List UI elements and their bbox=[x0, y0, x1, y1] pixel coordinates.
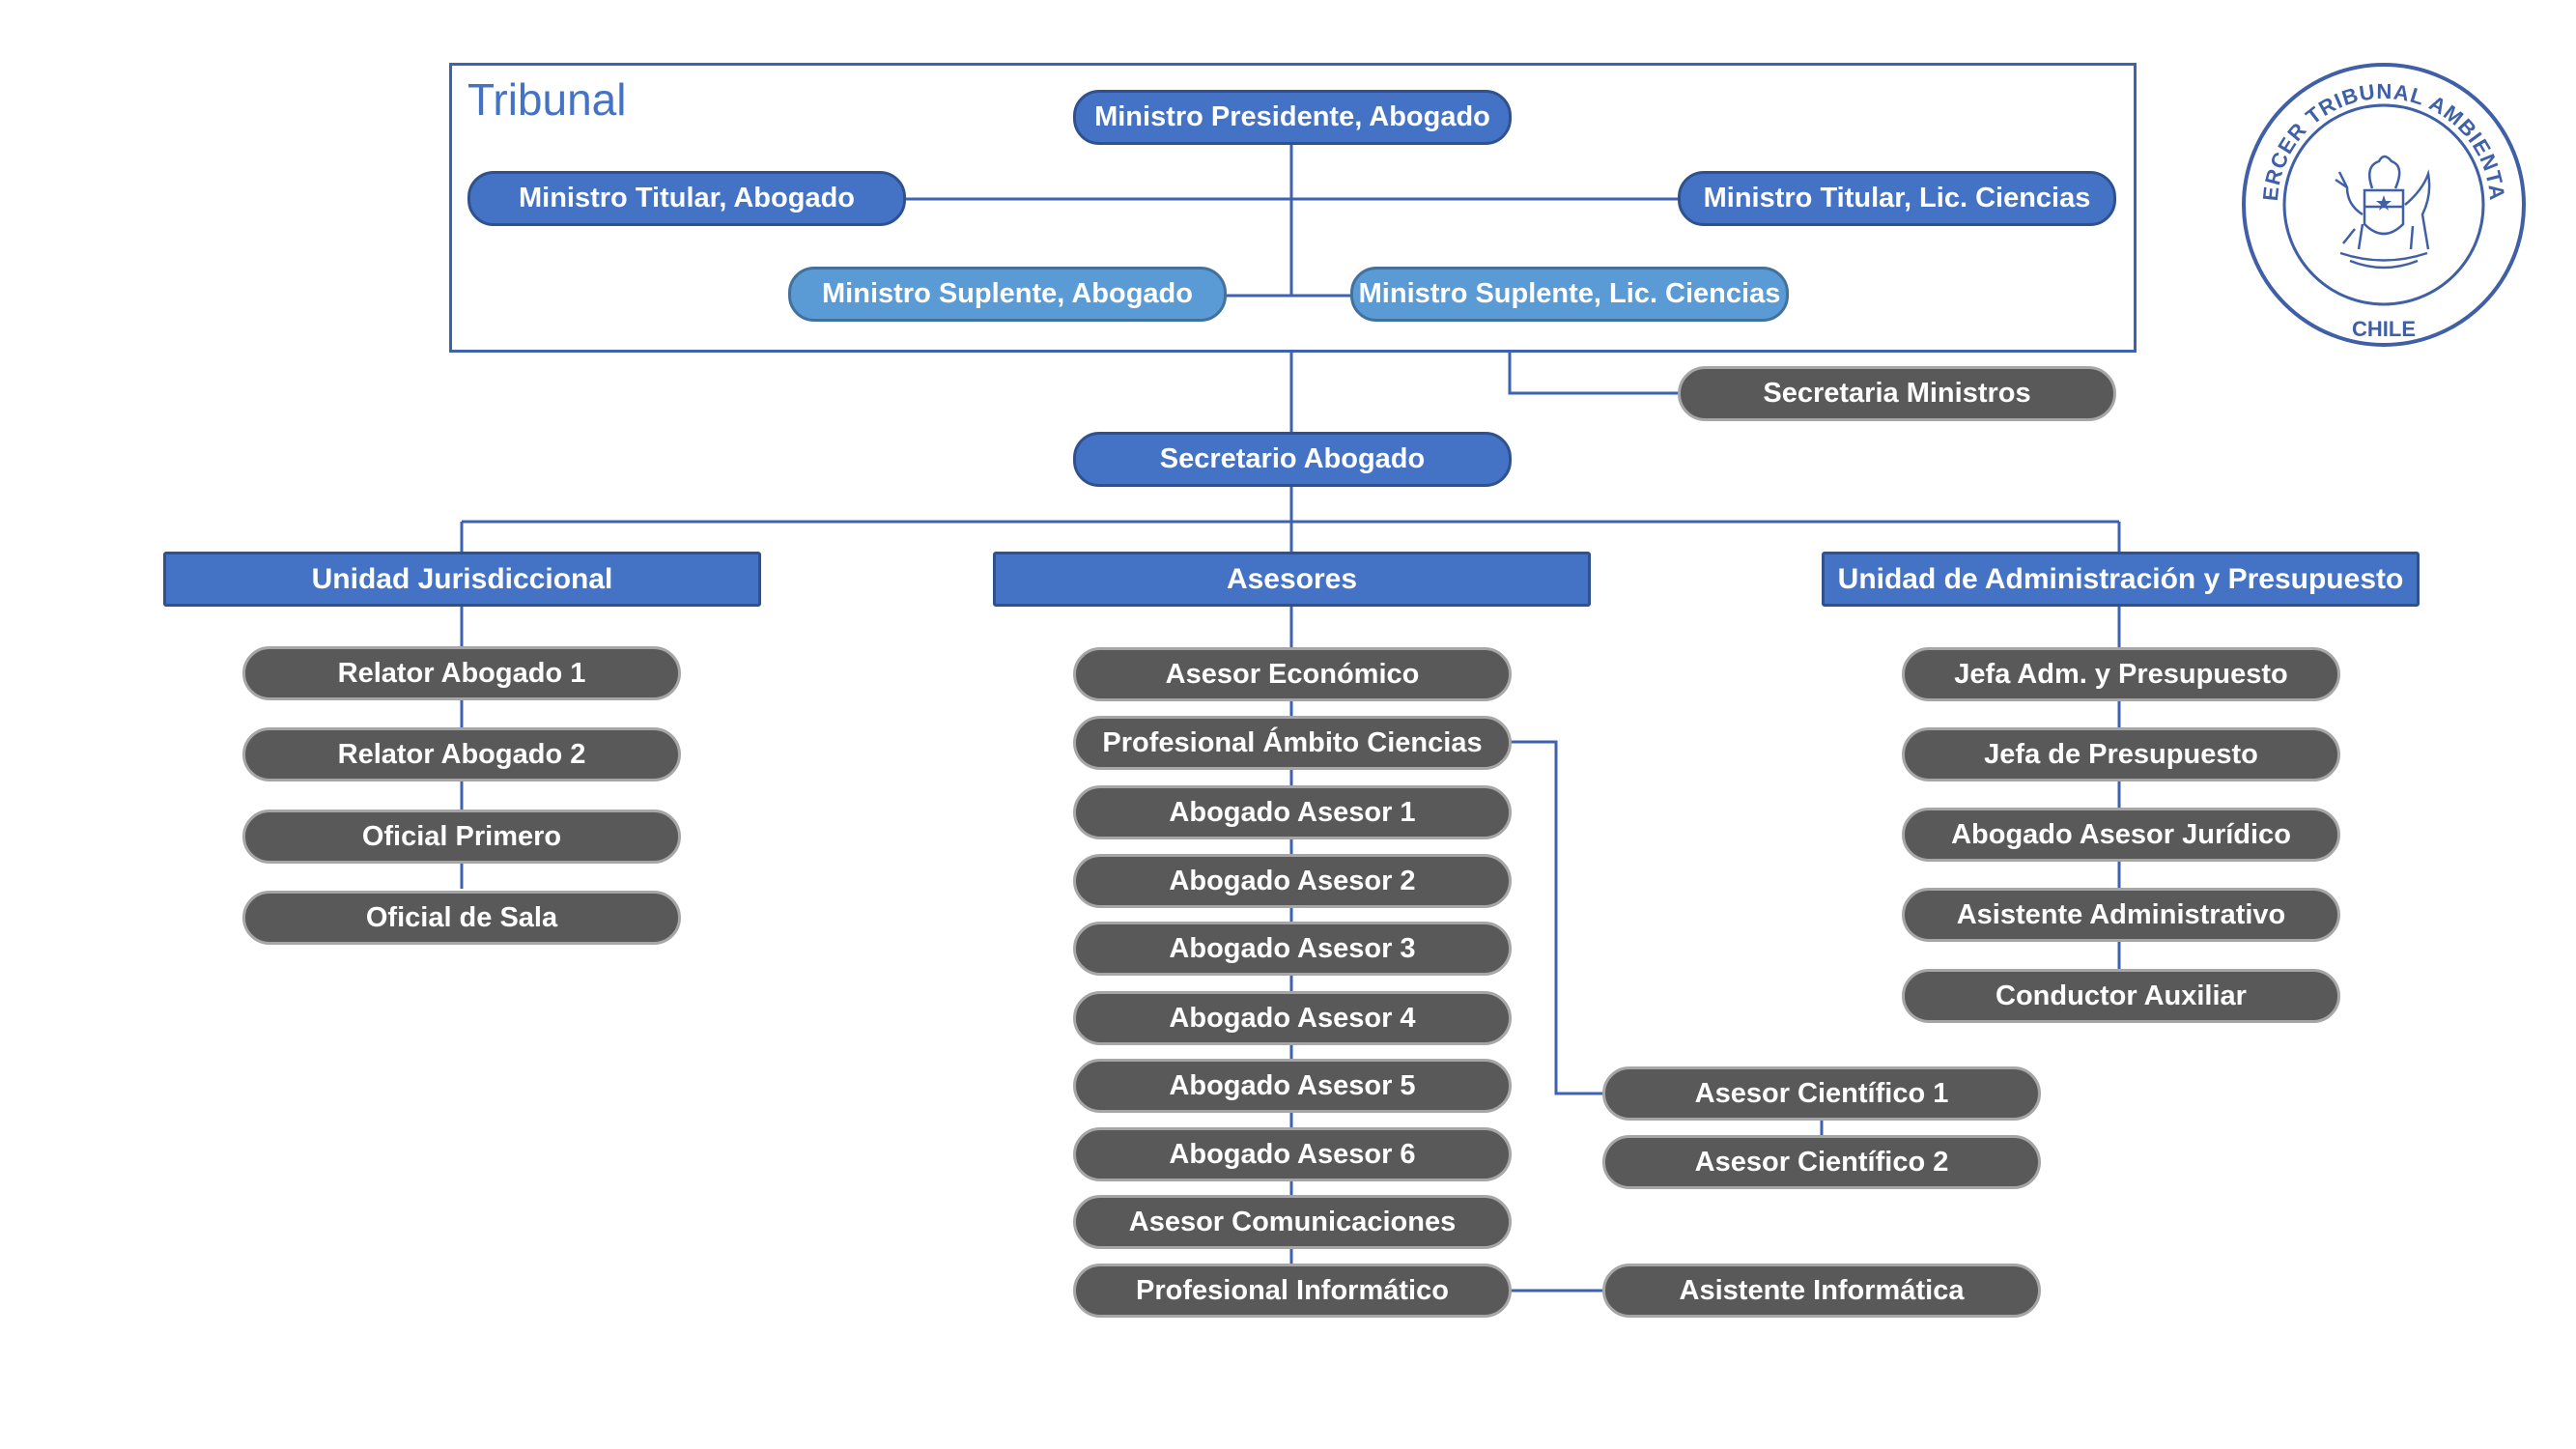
node-ministro-titular-ciencias: Ministro Titular, Lic. Ciencias bbox=[1678, 171, 2116, 226]
asesor-cientifico: Asesor Científico 2 bbox=[1602, 1135, 2041, 1189]
asesores-item: Asesor Comunicaciones bbox=[1073, 1195, 1512, 1249]
node-ministro-suplente-ciencias: Ministro Suplente, Lic. Ciencias bbox=[1350, 267, 1789, 322]
jurisdiccional-item: Oficial de Sala bbox=[242, 891, 681, 945]
svg-text:CHILE: CHILE bbox=[2352, 317, 2416, 341]
node-secretario-abogado: Secretario Abogado bbox=[1073, 432, 1512, 487]
administracion-item: Jefa Adm. y Presupuesto bbox=[1902, 647, 2340, 701]
node-ministro-titular-abogado: Ministro Titular, Abogado bbox=[467, 171, 906, 226]
administracion-item: Asistente Administrativo bbox=[1902, 888, 2340, 942]
jurisdiccional-item: Relator Abogado 2 bbox=[242, 727, 681, 781]
jurisdiccional-item: Oficial Primero bbox=[242, 810, 681, 864]
jurisdiccional-item: Relator Abogado 1 bbox=[242, 646, 681, 700]
node-ministro-presidente: Ministro Presidente, Abogado bbox=[1073, 90, 1512, 145]
asesores-item: Abogado Asesor 6 bbox=[1073, 1127, 1512, 1181]
administracion-item: Jefa de Presupuesto bbox=[1902, 727, 2340, 781]
asesores-item: Asesor Económico bbox=[1073, 647, 1512, 701]
tribunal-seal-logo: TERCER TRIBUNAL AMBIENTAL CHILE bbox=[2239, 60, 2526, 347]
asesores-item: Abogado Asesor 3 bbox=[1073, 922, 1512, 976]
chilean-coat-of-arms-icon bbox=[2335, 155, 2431, 270]
asesores-item: Abogado Asesor 5 bbox=[1073, 1059, 1512, 1113]
asistente-informatica: Asistente Informática bbox=[1602, 1264, 2041, 1318]
asesores-item: Abogado Asesor 2 bbox=[1073, 854, 1512, 908]
node-secretaria-ministros: Secretaria Ministros bbox=[1678, 366, 2116, 421]
unit-asesores-header: Asesores bbox=[993, 552, 1591, 607]
node-ministro-suplente-abogado: Ministro Suplente, Abogado bbox=[788, 267, 1227, 322]
administracion-item: Abogado Asesor Jurídico bbox=[1902, 808, 2340, 862]
asesor-cientifico: Asesor Científico 1 bbox=[1602, 1066, 2041, 1121]
svg-text:TERCER TRIBUNAL AMBIENTAL: TERCER TRIBUNAL AMBIENTAL bbox=[2239, 60, 2509, 202]
asesores-item: Abogado Asesor 4 bbox=[1073, 991, 1512, 1045]
tribunal-frame bbox=[449, 63, 2137, 353]
asesores-item: Profesional Ámbito Ciencias bbox=[1073, 716, 1512, 770]
asesores-item: Abogado Asesor 1 bbox=[1073, 785, 1512, 839]
administracion-item: Conductor Auxiliar bbox=[1902, 969, 2340, 1023]
unit-administracion-header: Unidad de Administración y Presupuesto bbox=[1822, 552, 2420, 607]
asesores-item: Profesional Informático bbox=[1073, 1264, 1512, 1318]
tribunal-label: Tribunal bbox=[467, 74, 627, 125]
unit-jurisdiccional-header: Unidad Jurisdiccional bbox=[163, 552, 761, 607]
